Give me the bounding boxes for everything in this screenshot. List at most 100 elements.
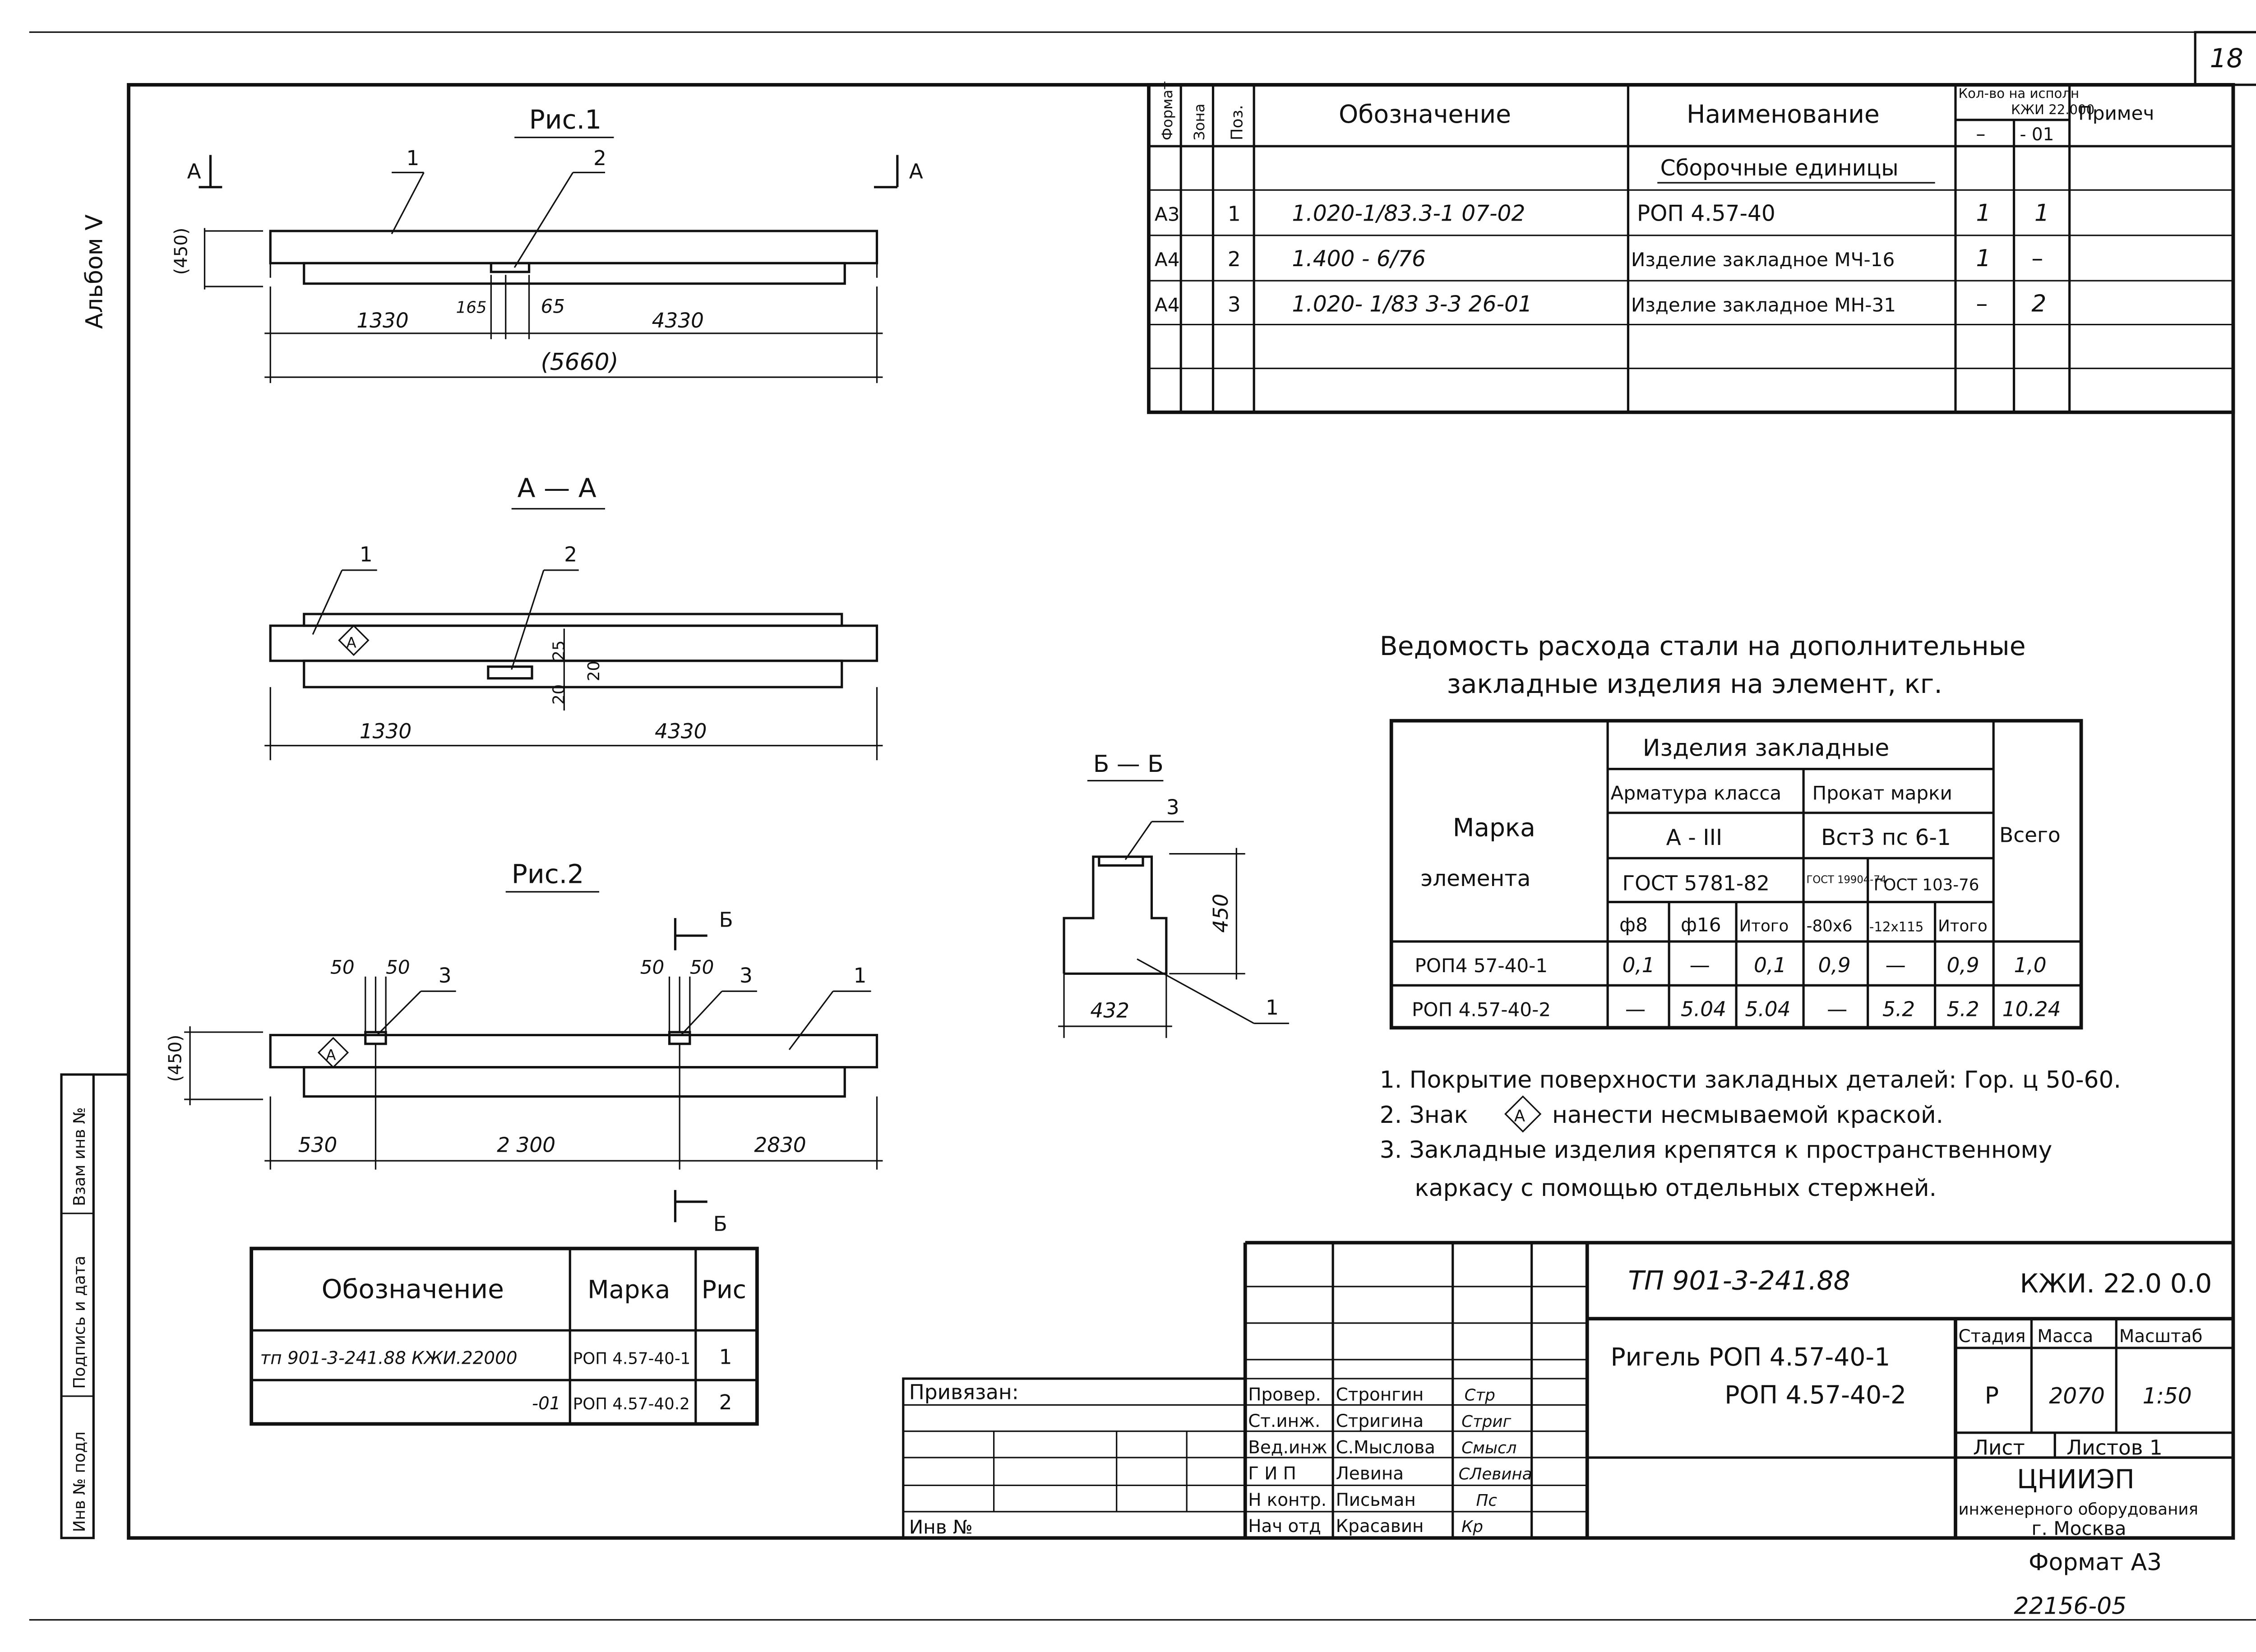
mark-h-oboz: Обозначение <box>322 1274 504 1305</box>
note-2a: 2. Знак <box>1380 1102 1468 1129</box>
figure1-title: Рис.1 <box>529 104 602 135</box>
steel-cell: 0,9 <box>1947 953 1979 977</box>
bb-pos3: 3 <box>1166 795 1179 819</box>
tb-role-row: Провер. Стронгин Стр <box>1248 1385 1495 1405</box>
fig1-dim-total: (5660) <box>541 349 618 376</box>
aa-dim-1330: 1330 <box>360 720 411 743</box>
spec-h-oboz: Обозначение <box>1339 100 1511 129</box>
steel-cell: 0,1 <box>1754 953 1786 977</box>
mark-h-marka: Марка <box>587 1275 670 1304</box>
fig2-pos3a: 3 <box>439 964 452 988</box>
spec-h-kzh: КЖИ 22.000 <box>2011 102 2094 117</box>
steel-cell: 10.24 <box>2002 997 2061 1021</box>
section-bb-title: Б — Б <box>1093 751 1164 778</box>
aa-pos2: 2 <box>564 542 577 566</box>
mark-cell: РОП 4.57-40-1 <box>573 1350 691 1368</box>
side-vzam-inv: Взам инв № <box>70 1107 89 1206</box>
figure2-title: Рис.2 <box>512 858 584 889</box>
tb-role: Ст.инж. <box>1248 1411 1320 1431</box>
mark-row: -01 РОП 4.57-40.2 2 <box>532 1390 732 1414</box>
side-podpis: Подпись и дата <box>70 1256 89 1389</box>
fig1-section-mark-left: А <box>187 159 201 183</box>
tb-role-name: Левина <box>1336 1464 1404 1484</box>
steel-row: РОП4 57-40-1 0,1 — 0,1 0,9 — 0,9 1,0 <box>1415 953 2047 977</box>
bb-pos1: 1 <box>1266 996 1279 1020</box>
steel-cell: РОП4 57-40-1 <box>1415 955 1548 977</box>
steel-h-armatura: Арматура класса <box>1611 782 1782 804</box>
notes: 1. Покрытие поверхности закладных детале… <box>1380 1066 2121 1202</box>
spec-row: А4 2 1.400 - 6/76 Изделие закладное МЧ-1… <box>1155 245 2043 272</box>
steel-sub: ф8 <box>1619 914 1648 936</box>
steel-h-elementa: элемента <box>1420 866 1530 891</box>
mark-cell: -01 <box>532 1394 560 1414</box>
steel-cell: РОП 4.57-40-2 <box>1412 998 1551 1020</box>
spec-table: Формат Зона Поз. Обозначение Наименовани… <box>1147 81 2235 414</box>
steel-h-gost1: ГОСТ 5781-82 <box>1622 872 1770 895</box>
tb-role-sign: Смысл <box>1461 1439 1516 1457</box>
tb-role-sign: Стр <box>1465 1386 1495 1405</box>
steel-cell: 0,9 <box>1818 953 1851 977</box>
steel-cell: 0,1 <box>1622 953 1655 977</box>
tb-role-row: Н контр. Письман Пс <box>1248 1490 1497 1510</box>
tb-name-1: Ригель РОП 4.57-40-1 <box>1611 1343 1891 1371</box>
tb-role-row: Нач отд Красавин Кр <box>1248 1516 1483 1537</box>
tb-role-name: Стригина <box>1336 1411 1424 1431</box>
fig2-mark-diamond <box>317 1037 349 1069</box>
fig1-section-mark-right: А <box>909 159 923 183</box>
tb-role-name: Письман <box>1336 1490 1416 1510</box>
section-aa: А — А А 1 2 25 20 20 1330 4330 <box>264 473 883 761</box>
spec-cell: 1 <box>1976 199 1991 226</box>
steel-h-gost2: ГОСТ 19904-74 <box>1807 874 1887 886</box>
tb-massa: 2070 <box>2049 1384 2105 1409</box>
spec-cell: 1 <box>1228 202 1241 226</box>
aa-dim-25: 25 <box>550 640 568 660</box>
fig1-pos1: 1 <box>406 146 419 170</box>
tb-name-2: РОП 4.57-40-2 <box>1724 1380 1906 1409</box>
steel-h-vsego: Всего <box>1999 823 2060 847</box>
inv-label: Инв № <box>909 1516 973 1538</box>
spec-h-form: Формат <box>1159 81 1176 140</box>
steel-cell: 5.2 <box>1947 997 1979 1021</box>
tb-role-name: Стронгин <box>1336 1385 1424 1405</box>
spec-cell: А4 <box>1155 249 1180 271</box>
steel-sub: -12x115 <box>1869 919 1923 934</box>
steel-title-2: закладные изделия на элемент, кг. <box>1447 669 1942 699</box>
spec-h-zona: Зона <box>1191 104 1208 141</box>
aa-dim-20a: 20 <box>550 684 568 705</box>
mark-h-ris: Рис <box>702 1275 746 1304</box>
spec-cell: 3 <box>1228 292 1241 316</box>
steel-cell: 5.04 <box>1745 997 1791 1021</box>
fig2-dim-50a: 50 <box>330 956 355 978</box>
steel-cell: 5.2 <box>1882 997 1915 1021</box>
aa-pos1: 1 <box>360 542 373 566</box>
side-inv-podl: Инв № подл <box>70 1431 89 1532</box>
mark-table: Обозначение Марка Рис тп 901-3-241.88 КЖ… <box>250 1246 759 1426</box>
album-label: Альбом V <box>81 214 108 329</box>
steel-sub: -80x6 <box>1807 917 1853 935</box>
tb-role-row: Г И П Левина СЛевина <box>1248 1464 1532 1484</box>
privyazan-label: Привязан: <box>909 1380 1019 1404</box>
spec-cell: Изделие закладное МЧ-16 <box>1631 249 1895 271</box>
spec-row: А4 3 1.020- 1/83 3-3 26-01 Изделие закла… <box>1155 290 2046 317</box>
tb-massa-h: Масса <box>2037 1326 2093 1347</box>
tb-stadia: Р <box>1985 1382 1999 1409</box>
tb-role: Нач отд <box>1248 1516 1321 1537</box>
fig2-dim-50b: 50 <box>386 956 410 978</box>
tb-list: Лист <box>1973 1435 2025 1459</box>
sheet-number: 18 <box>2210 43 2243 74</box>
spec-cell: – <box>1976 290 1988 317</box>
aa-mark-letter: А <box>347 634 356 651</box>
tb-role-sign: Кр <box>1461 1518 1483 1536</box>
spec-cell: 2 <box>1228 247 1241 271</box>
note-2b: нанести несмываемой краской. <box>1552 1102 1943 1129</box>
spec-cell: Изделие закладное МН-31 <box>1631 294 1896 316</box>
spec-h-poz: Поз. <box>1228 105 1246 140</box>
steel-cell: — <box>1625 997 1646 1021</box>
spec-h-01: - 01 <box>2020 125 2054 145</box>
steel-h-marka-stali: Вст3 пс 6-1 <box>1821 825 1951 850</box>
mark-cell: 1 <box>719 1345 732 1369</box>
spec-h-naim: Наименование <box>1687 100 1880 129</box>
steel-h-prokat: Прокат марки <box>1812 782 1952 804</box>
steel-table: Ведомость расхода стали на дополнительны… <box>1380 631 2083 1030</box>
